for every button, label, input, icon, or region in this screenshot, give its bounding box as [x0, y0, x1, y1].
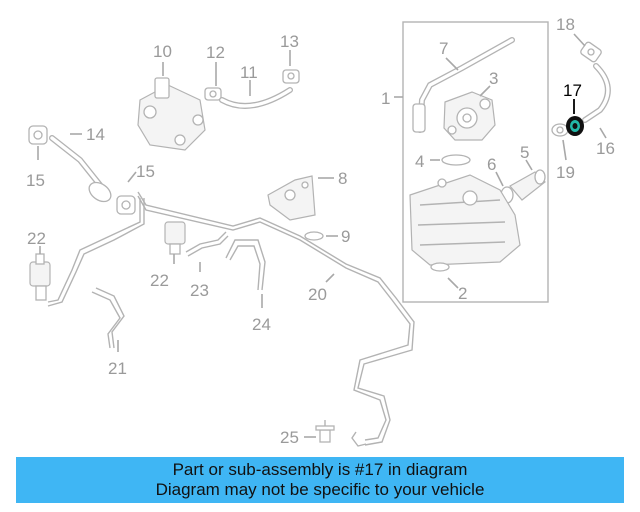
- callout-13[interactable]: 13: [280, 32, 299, 51]
- part-15-gasket-right: [116, 195, 136, 215]
- callout-9[interactable]: 9: [341, 227, 350, 246]
- part-9-oring: [304, 231, 324, 241]
- banner-line-1: Part or sub-assembly is #17 in diagram: [172, 460, 468, 479]
- callout-15-right[interactable]: 15: [136, 162, 155, 181]
- part-22-sensor-left: [29, 253, 51, 301]
- banner-line-2: Diagram may not be specific to your vehi…: [155, 480, 485, 499]
- callout-14[interactable]: 14: [86, 125, 105, 144]
- callout-11[interactable]: 11: [240, 63, 258, 82]
- callout-6[interactable]: 6: [487, 155, 496, 174]
- part-16-hose: [582, 63, 611, 123]
- part-22-sensor-center: [164, 221, 186, 255]
- part-23-hose: [185, 231, 227, 253]
- callout-25[interactable]: 25: [280, 428, 299, 447]
- part-3-valve: [443, 91, 496, 141]
- part-7-pipe: [412, 37, 515, 133]
- part-20-pipe: [137, 191, 415, 447]
- part-housing: [409, 174, 521, 266]
- info-banner: Part or sub-assembly is #17 in diagram D…: [16, 457, 624, 503]
- part-19-gasket: [551, 123, 569, 137]
- callout-18[interactable]: 18: [556, 15, 575, 34]
- pipe-branch-left: [47, 198, 141, 303]
- callout-19[interactable]: 19: [556, 163, 575, 182]
- part-4-gasket: [441, 154, 471, 166]
- callout-22-left[interactable]: 22: [27, 229, 46, 248]
- part-11-pipe: [219, 87, 293, 109]
- callout-16[interactable]: 16: [596, 139, 615, 158]
- part-10-egr-valve: [137, 77, 206, 151]
- callout-8[interactable]: 8: [338, 169, 347, 188]
- part-13-gasket: [282, 69, 300, 84]
- callout-1[interactable]: 1: [381, 89, 390, 108]
- callout-7[interactable]: 7: [439, 39, 448, 58]
- callout-21[interactable]: 21: [108, 359, 127, 378]
- callout-10[interactable]: 10: [153, 42, 172, 61]
- callout-23[interactable]: 23: [190, 281, 209, 300]
- callout-2[interactable]: 2: [458, 284, 467, 303]
- callout-17[interactable]: 17: [563, 81, 582, 100]
- part-12-gasket: [204, 87, 222, 101]
- callout-20[interactable]: 20: [308, 285, 327, 304]
- callout-22-center[interactable]: 22: [150, 271, 169, 290]
- part-21-hose: [91, 291, 121, 349]
- assembly-box: [402, 21, 549, 303]
- part-8-bracket: [267, 175, 316, 221]
- part-5-connector: [509, 169, 546, 201]
- part-14-pipe: [49, 135, 112, 203]
- callout-3[interactable]: 3: [489, 69, 498, 88]
- part-24-hose: [225, 239, 266, 291]
- callout-5[interactable]: 5: [520, 143, 529, 162]
- part-15-gasket-left: [28, 125, 48, 145]
- callout-24[interactable]: 24: [252, 315, 271, 334]
- part-18-gasket: [580, 41, 602, 63]
- callout-15-left[interactable]: 15: [26, 171, 45, 190]
- part-17-highlighted-ring[interactable]: [566, 116, 584, 136]
- part-2-gasket: [430, 262, 450, 272]
- callout-12[interactable]: 12: [206, 43, 225, 62]
- callout-4[interactable]: 4: [415, 152, 424, 171]
- part-25-fitting: [315, 420, 335, 443]
